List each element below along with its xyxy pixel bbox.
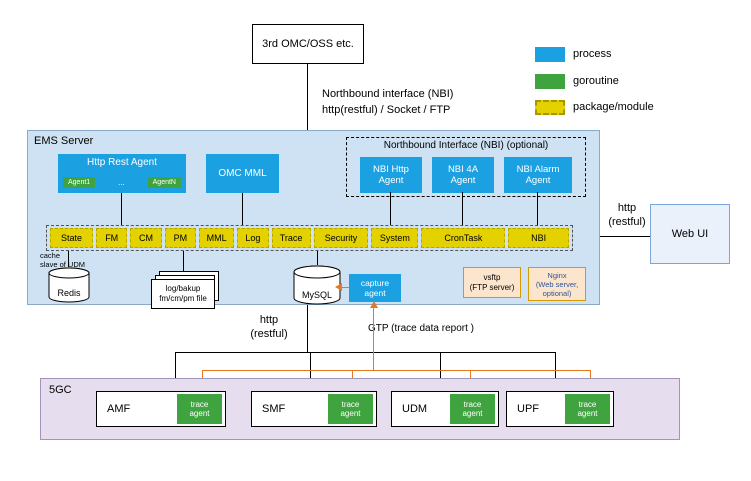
ems-webui-connector [600, 236, 650, 237]
agents-ellipsis: ... [118, 178, 125, 187]
udm-label: UDM [402, 403, 428, 415]
legend-goroutine-label: goroutine [573, 75, 619, 87]
gtp-line [373, 307, 374, 370]
nbi-interface-label-line1: Northbound interface (NBI) [322, 88, 454, 100]
ems-core-connector [307, 305, 308, 352]
nbi-4a-agent-box: NBI 4A Agent [432, 157, 494, 193]
ems-server-title: EMS Server [34, 135, 94, 147]
module-crontask: CronTask [421, 228, 506, 248]
web-ui-box: Web UI [650, 204, 730, 264]
trace-agent-box: trace agent [328, 394, 373, 424]
smf-label: SMF [262, 403, 286, 415]
smf-box: SMF trace agent [251, 391, 377, 427]
module-cm: CM [130, 228, 162, 248]
nbi-group: Northbound Interface (NBI) (optional) NB… [346, 137, 586, 197]
nbi-alarm-agent-box: NBI Alarm Agent [504, 157, 572, 193]
http-restful-right-label: http (restful) [608, 202, 646, 229]
gtp-line [342, 287, 349, 288]
http-restful-down-label: http (restful) [250, 314, 288, 341]
ems-server-panel: EMS Server Http Rest Agent Agent1 ... Ag… [27, 130, 600, 309]
database-cylinder-icon [293, 265, 341, 305]
connector-line [537, 192, 538, 225]
upf-box: UPF trace agent [506, 391, 614, 427]
legend-process-label: process [573, 48, 612, 60]
connector-line [462, 192, 463, 225]
gtp-label: GTP (trace data report ) [368, 323, 474, 334]
core-bus-line [175, 352, 556, 353]
connector-line [317, 251, 318, 265]
connector-line [121, 193, 122, 225]
connector-line [183, 251, 184, 273]
omc-mml-box: OMC MML [206, 154, 279, 193]
module-system: System [371, 228, 419, 248]
nbi-interface-label-line2: http(restful) / Socket / FTP [322, 104, 451, 116]
module-log: Log [237, 228, 269, 248]
legend-package-label: package/module [573, 101, 654, 113]
connector-line [175, 352, 176, 390]
connector-line [310, 352, 311, 390]
core-5gc-title: 5GC [49, 384, 72, 396]
mysql-label: MySQL [301, 290, 332, 300]
legend-process-swatch [535, 47, 565, 62]
core-5gc-panel: 5GC AMF trace agent SMF trace agent UDM … [40, 378, 680, 440]
connector-line [440, 352, 441, 390]
amf-box: AMF trace agent [96, 391, 226, 427]
module-security: Security [313, 228, 369, 248]
http-rest-agent-box: Http Rest Agent Agent1 ... AgentN [58, 154, 186, 193]
connector-line [68, 251, 69, 267]
trace-agent-box: trace agent [177, 394, 222, 424]
module-trace: Trace [271, 228, 311, 248]
log-file-stack: log/bakup fm/cm/pm file [151, 271, 221, 311]
redis-db: Redis [48, 267, 90, 303]
capture-agent-box: capture agent [349, 274, 401, 302]
omc-oss-box: 3rd OMC/OSS etc. [252, 24, 364, 64]
connector-line [242, 193, 243, 225]
amf-label: AMF [107, 403, 131, 415]
trace-agent-box: trace agent [450, 394, 495, 424]
module-nbi: NBI [508, 228, 569, 248]
module-fm: FM [96, 228, 128, 248]
nbi-http-agent-box: NBI Http Agent [360, 157, 422, 193]
udm-box: UDM trace agent [391, 391, 499, 427]
arrow-left-icon [335, 283, 342, 291]
nbi-group-title: Northbound Interface (NBI) (optional) [383, 140, 549, 151]
database-cylinder-icon [48, 267, 90, 303]
http-rest-agent-label: Http Rest Agent [86, 157, 158, 168]
connector-line [390, 192, 391, 225]
connector-line [555, 352, 556, 390]
upf-label: UPF [517, 403, 539, 415]
module-pm: PM [164, 228, 196, 248]
log-files-label: log/bakup fm/cm/pm file [151, 279, 215, 309]
arrow-up-icon [370, 301, 378, 308]
agent1-box: Agent1 [63, 177, 96, 188]
redis-label: Redis [57, 288, 81, 298]
module-row: State FM CM PM MML Log Trace Security Sy… [46, 225, 573, 251]
nginx-box: Nginx (Web server, optional) [528, 267, 586, 301]
agentn-box: AgentN [147, 177, 181, 188]
agent-row: Agent1 ... AgentN [63, 175, 181, 190]
module-mml: MML [198, 228, 235, 248]
legend-goroutine-swatch [535, 74, 565, 89]
vsftp-box: vsftp (FTP server) [463, 267, 521, 298]
module-state: State [50, 228, 94, 248]
legend-package-swatch [535, 100, 565, 115]
trace-agent-box: trace agent [565, 394, 610, 424]
omc-ems-connector [307, 64, 308, 130]
mysql-db: MySQL [293, 265, 341, 305]
gtp-line [202, 370, 591, 371]
cache-note: cache slave of UDM [40, 251, 86, 269]
